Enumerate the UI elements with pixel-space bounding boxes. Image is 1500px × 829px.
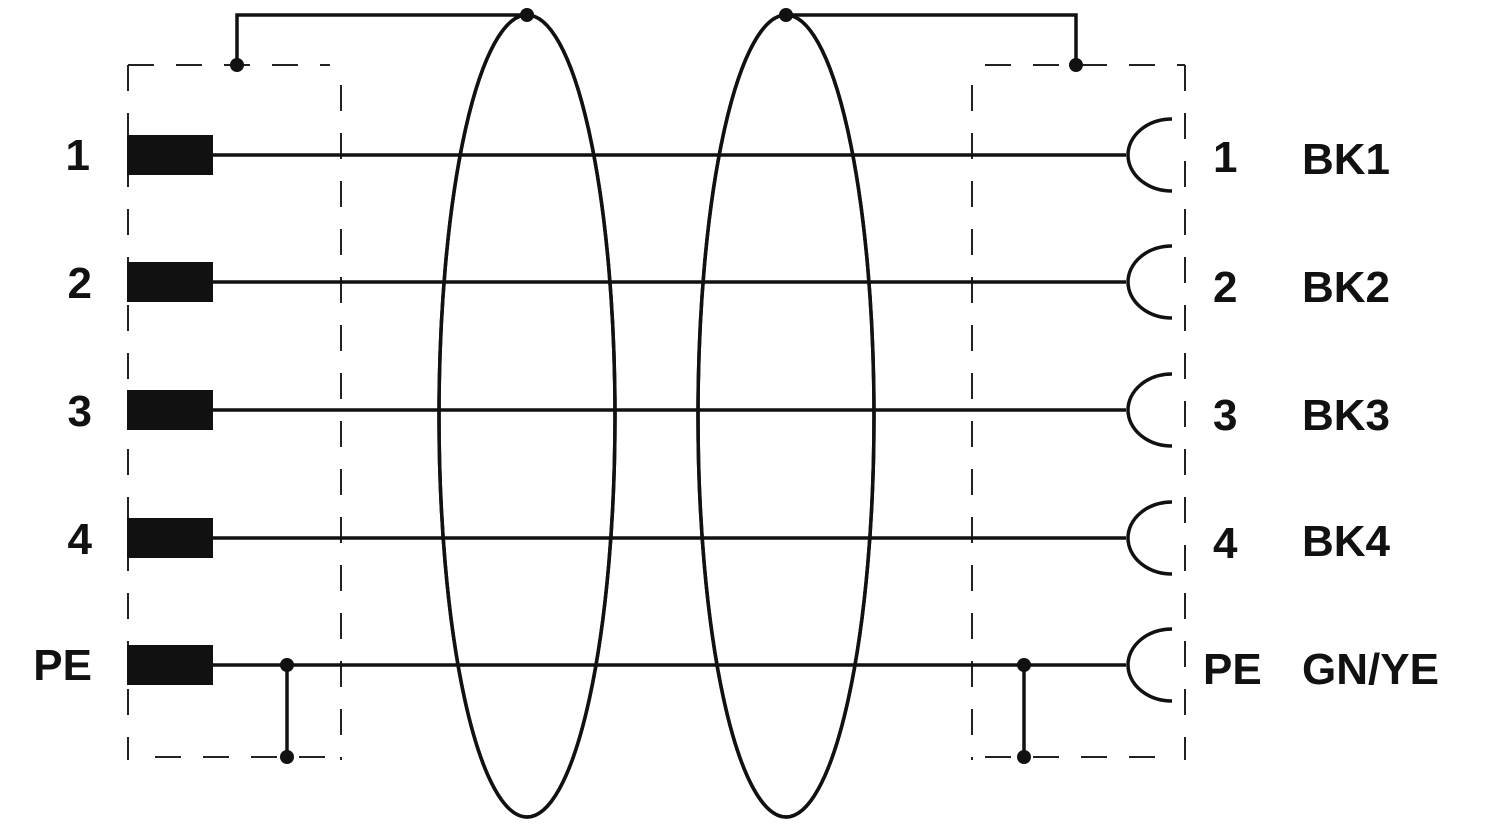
- right-pin-label: 2: [1213, 263, 1237, 312]
- right-pin-labels: 1 2 3 4 PE: [1203, 133, 1262, 694]
- left-pin-label: 4: [68, 515, 93, 564]
- shield-loops: [437, 13, 876, 819]
- plug-pin: [127, 262, 213, 302]
- socket-contact: [1126, 627, 1173, 703]
- right-pin-label: 3: [1213, 391, 1237, 440]
- wire-color-label: BK1: [1302, 135, 1390, 184]
- left-pin-label: 3: [68, 387, 92, 436]
- right-pe-earth-link: [1017, 658, 1031, 764]
- right-shield-loop: [696, 13, 876, 819]
- wire-color-labels: BK1 BK2 BK3 BK4 GN/YE: [1302, 135, 1439, 694]
- plug-pin: [127, 645, 213, 685]
- left-pin-labels: 1 2 3 4 PE: [33, 131, 92, 690]
- plug-pin: [127, 135, 213, 175]
- conductor-wires: [127, 117, 1173, 703]
- right-pin-label: 1: [1213, 133, 1237, 182]
- left-pin-label: PE: [33, 641, 92, 690]
- right-connector-housing: [971, 64, 1186, 760]
- left-pin-label: 1: [66, 131, 90, 180]
- left-shield-loop: [437, 13, 617, 819]
- plug-pin: [127, 390, 213, 430]
- socket-contact: [1126, 117, 1173, 193]
- wire-color-label: BK4: [1302, 517, 1391, 566]
- socket-contact: [1126, 244, 1173, 320]
- left-pin-label: 2: [68, 259, 92, 308]
- right-pin-label: 4: [1213, 519, 1238, 568]
- socket-contact: [1126, 372, 1173, 448]
- wire-color-label: BK3: [1302, 391, 1390, 440]
- wire-color-label: BK2: [1302, 263, 1390, 312]
- right-pin-label: PE: [1203, 645, 1262, 694]
- right-shield-connection: [779, 8, 1083, 72]
- plug-pin: [127, 518, 213, 558]
- socket-contact: [1126, 500, 1173, 576]
- wire-color-label: GN/YE: [1302, 645, 1439, 694]
- left-shield-connection: [230, 8, 534, 72]
- left-pe-earth-link: [280, 658, 294, 764]
